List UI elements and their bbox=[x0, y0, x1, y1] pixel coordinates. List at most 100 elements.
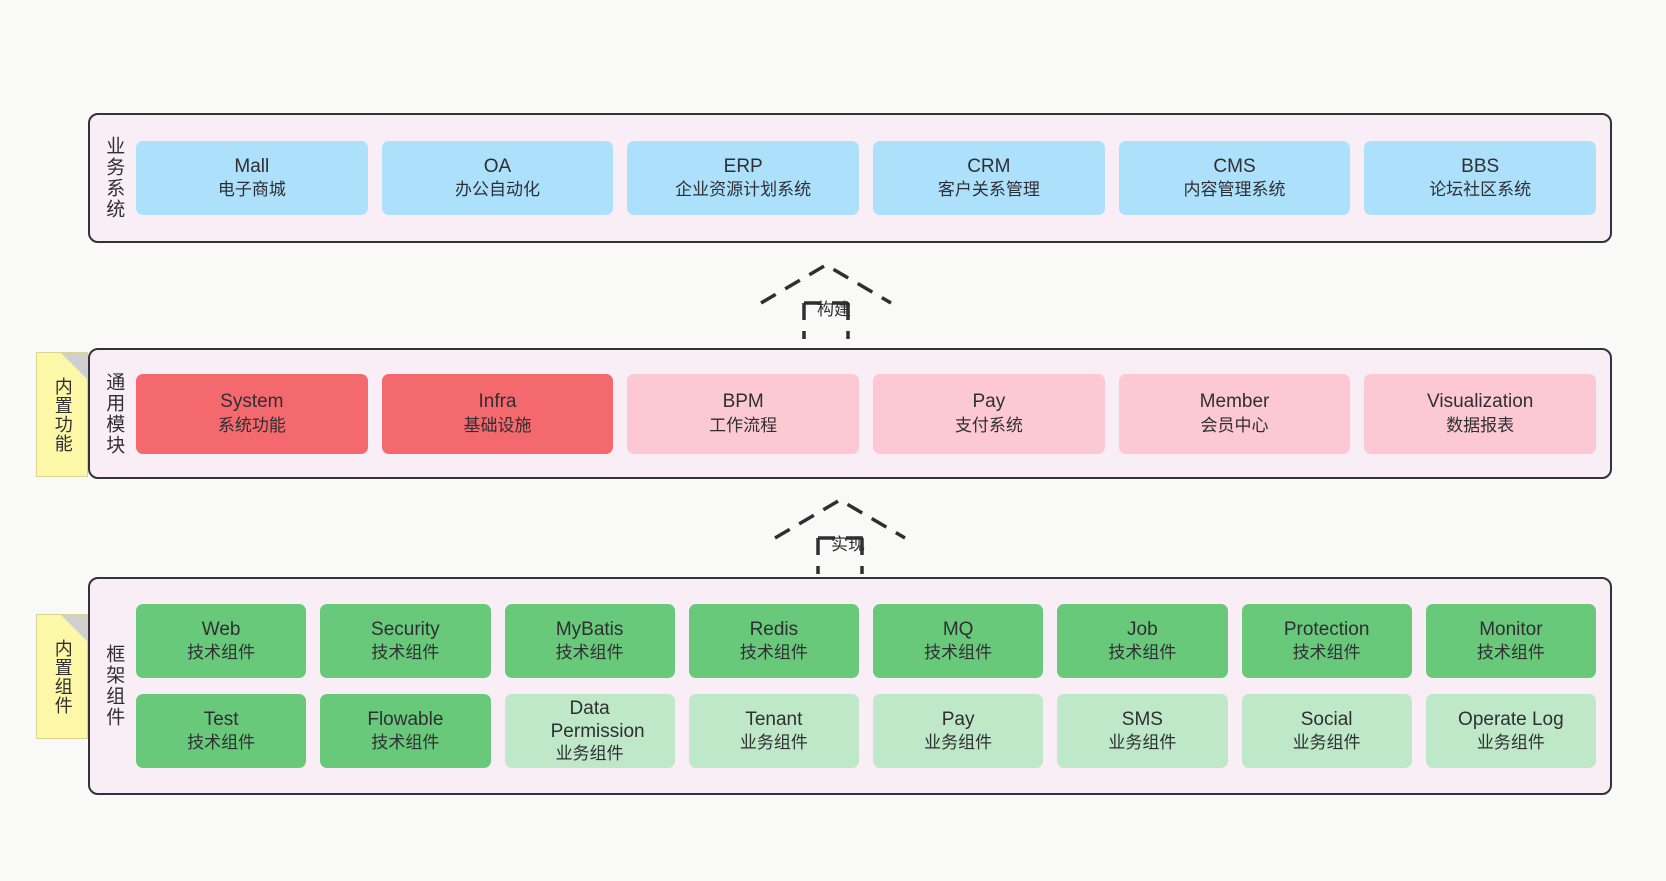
card-web[interactable]: Web 技术组件 bbox=[136, 604, 307, 678]
card-subtitle: 基础设施 bbox=[463, 415, 532, 435]
card-subtitle: 业务组件 bbox=[555, 744, 624, 764]
card-mybatis[interactable]: MyBatis 技术组件 bbox=[504, 604, 675, 678]
card-system[interactable]: System 系统功能 bbox=[136, 373, 368, 454]
card-erp[interactable]: ERP 企业资源计划系统 bbox=[627, 141, 860, 215]
card-title: Job bbox=[1127, 618, 1158, 640]
card-social[interactable]: Social 业务组件 bbox=[1241, 694, 1412, 768]
card-title: Pay bbox=[972, 391, 1006, 413]
folded-corner-icon bbox=[61, 615, 87, 641]
card-redis[interactable]: Redis 技术组件 bbox=[688, 604, 859, 678]
card-monitor[interactable]: Monitor 技术组件 bbox=[1425, 604, 1596, 678]
card-subtitle: 论坛社区系统 bbox=[1429, 180, 1532, 200]
card-title: Web bbox=[201, 618, 241, 640]
card-subtitle: 技术组件 bbox=[371, 733, 440, 753]
card-mall[interactable]: Mall 电子商城 bbox=[136, 141, 368, 215]
layer-framework-components-body: Web 技术组件 Security 技术组件 MyBatis 技术组件 Redi… bbox=[136, 579, 1610, 793]
card-row: Test 技术组件 Flowable 技术组件 Data Permission … bbox=[136, 694, 1596, 768]
card-subtitle: 企业资源计划系统 bbox=[675, 180, 812, 200]
card-protection[interactable]: Protection 技术组件 bbox=[1241, 604, 1412, 678]
card-subtitle: 技术组件 bbox=[1476, 643, 1545, 663]
card-title: Redis bbox=[749, 618, 799, 640]
sticky-note-builtin-features: 内置功能 bbox=[36, 352, 88, 477]
connector-implement: 实现 bbox=[771, 494, 916, 576]
card-subtitle: 内容管理系统 bbox=[1183, 180, 1286, 200]
card-member[interactable]: Member 会员中心 bbox=[1118, 373, 1351, 454]
card-subtitle: 技术组件 bbox=[1292, 643, 1361, 663]
card-row: Mall 电子商城 OA 办公自动化 ERP 企业资源计划系统 CRM 客户关系… bbox=[136, 141, 1597, 215]
card-security[interactable]: Security 技术组件 bbox=[320, 604, 491, 678]
card-title: Operate Log bbox=[1458, 708, 1564, 730]
card-subtitle: 支付系统 bbox=[954, 415, 1023, 435]
card-infra[interactable]: Infra 基础设施 bbox=[381, 373, 614, 454]
card-subtitle: 客户关系管理 bbox=[937, 180, 1040, 200]
card-tenant[interactable]: Tenant 业务组件 bbox=[688, 694, 859, 768]
card-subtitle: 技术组件 bbox=[187, 733, 256, 753]
card-title: SMS bbox=[1121, 708, 1163, 730]
build-arrowhead bbox=[760, 262, 892, 305]
card-mq[interactable]: MQ 技术组件 bbox=[873, 604, 1044, 678]
card-subtitle: 电子商城 bbox=[217, 180, 286, 200]
connector-build: 构建 bbox=[757, 259, 902, 341]
card-subtitle: 技术组件 bbox=[555, 643, 624, 663]
card-title: Monitor bbox=[1479, 618, 1543, 640]
card-subtitle: 技术组件 bbox=[739, 643, 808, 663]
card-subtitle: 业务组件 bbox=[1108, 733, 1177, 753]
card-subtitle: 工作流程 bbox=[709, 415, 778, 435]
connector-build-label: 构建 bbox=[817, 300, 851, 319]
layer-business-systems-label: 业务系统 bbox=[103, 136, 125, 220]
card-operate-log[interactable]: Operate Log 业务组件 bbox=[1425, 694, 1596, 768]
card-job[interactable]: Job 技术组件 bbox=[1057, 604, 1228, 678]
card-data-permission[interactable]: Data Permission 业务组件 bbox=[504, 694, 675, 768]
card-title: Flowable bbox=[367, 708, 444, 730]
card-subtitle: 会员中心 bbox=[1200, 415, 1269, 435]
card-title: Pay bbox=[941, 708, 975, 730]
card-subtitle: 业务组件 bbox=[739, 733, 808, 753]
sticky-note-label: 内置功能 bbox=[52, 376, 73, 453]
card-subtitle: 办公自动化 bbox=[455, 180, 540, 200]
card-flowable[interactable]: Flowable 技术组件 bbox=[320, 694, 491, 768]
layer-common-modules-body: System 系统功能 Infra 基础设施 BPM 工作流程 Pay 支付系统… bbox=[136, 350, 1610, 477]
card-title: Visualization bbox=[1427, 391, 1534, 413]
folded-corner-icon bbox=[61, 353, 87, 379]
card-subtitle: 业务组件 bbox=[924, 733, 993, 753]
sticky-note-builtin-components: 内置组件 bbox=[36, 614, 88, 739]
card-oa[interactable]: OA 办公自动化 bbox=[381, 141, 614, 215]
card-cms[interactable]: CMS 内容管理系统 bbox=[1118, 141, 1351, 215]
implement-arrowhead bbox=[774, 497, 906, 540]
card-subtitle: 业务组件 bbox=[1292, 733, 1361, 753]
card-title: System bbox=[220, 391, 284, 413]
build-stem bbox=[802, 301, 850, 339]
card-title: BPM bbox=[722, 391, 764, 413]
card-title: Test bbox=[203, 708, 239, 730]
card-title: ERP bbox=[723, 155, 763, 177]
card-title: Data Permission bbox=[550, 697, 645, 742]
card-subtitle: 技术组件 bbox=[371, 643, 440, 663]
card-title: CMS bbox=[1213, 155, 1256, 177]
card-bpm[interactable]: BPM 工作流程 bbox=[627, 373, 860, 454]
card-subtitle: 业务组件 bbox=[1476, 733, 1545, 753]
layer-business-systems: 业务系统 Mall 电子商城 OA 办公自动化 ERP 企业资源计划系统 CRM… bbox=[88, 113, 1612, 243]
card-title: BBS bbox=[1461, 155, 1500, 177]
layer-framework-components-label: 框架组件 bbox=[103, 644, 125, 728]
card-title: Security bbox=[371, 618, 440, 640]
card-subtitle: 系统功能 bbox=[217, 415, 286, 435]
card-title: Tenant bbox=[745, 708, 803, 730]
card-pay-module[interactable]: Pay 支付系统 bbox=[873, 373, 1105, 454]
card-subtitle: 技术组件 bbox=[924, 643, 993, 663]
card-title: OA bbox=[483, 155, 512, 177]
layer-common-modules: 通用模块 System 系统功能 Infra 基础设施 BPM 工作流程 Pay… bbox=[88, 348, 1612, 479]
card-bbs[interactable]: BBS 论坛社区系统 bbox=[1364, 141, 1597, 215]
card-crm[interactable]: CRM 客户关系管理 bbox=[873, 141, 1105, 215]
card-visualization[interactable]: Visualization 数据报表 bbox=[1364, 373, 1597, 454]
card-title: CRM bbox=[967, 155, 1011, 177]
layer-framework-components: 框架组件 Web 技术组件 Security 技术组件 MyBatis 技术组件… bbox=[88, 577, 1612, 795]
connector-implement-label: 实现 bbox=[831, 535, 865, 554]
card-pay-component[interactable]: Pay 业务组件 bbox=[873, 694, 1044, 768]
implement-stem bbox=[816, 536, 864, 574]
card-subtitle: 数据报表 bbox=[1446, 415, 1515, 435]
card-sms[interactable]: SMS 业务组件 bbox=[1057, 694, 1228, 768]
card-test[interactable]: Test 技术组件 bbox=[136, 694, 307, 768]
card-title: Protection bbox=[1283, 618, 1370, 640]
card-subtitle: 技术组件 bbox=[1108, 643, 1177, 663]
